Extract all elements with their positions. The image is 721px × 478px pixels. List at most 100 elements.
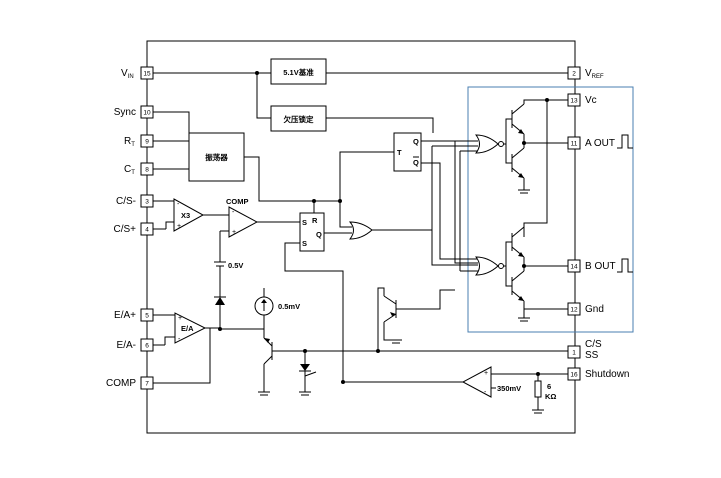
svg-text:-: - — [178, 336, 181, 343]
error-amplifier: + - E/A — [174, 312, 207, 344]
svg-text:6: 6 — [145, 343, 149, 350]
svg-text:VIN: VIN — [121, 68, 134, 80]
svg-text:Q: Q — [413, 137, 419, 146]
resistor-6k: 6 KΩ — [532, 374, 556, 414]
svg-text:11: 11 — [571, 141, 578, 148]
shutdown-diode — [299, 351, 311, 396]
svg-text:14: 14 — [570, 264, 578, 271]
svg-text:5.1V基准: 5.1V基准 — [283, 67, 314, 77]
output-gate-b — [474, 256, 504, 276]
svg-text:+: + — [484, 370, 488, 377]
pin-cs-ss: 1 C/S SS — [567, 339, 602, 361]
transistor-b-low — [511, 270, 525, 302]
chip-outline — [146, 40, 576, 434]
svg-text:E/A-: E/A- — [117, 340, 136, 351]
svg-text:E/A: E/A — [181, 324, 194, 333]
transistor-a-low — [511, 147, 525, 179]
pin-cs-minus: 3 C/S- — [116, 194, 154, 208]
svg-text:0.5mV: 0.5mV — [278, 302, 300, 311]
svg-text:欠压锁定: 欠压锁定 — [284, 114, 314, 124]
svg-text:6: 6 — [547, 382, 551, 391]
svg-text:Gnd: Gnd — [585, 304, 604, 315]
svg-text:10: 10 — [143, 110, 151, 117]
svg-text:X3: X3 — [181, 211, 190, 220]
svg-text:Sync: Sync — [114, 107, 136, 118]
svg-text:16: 16 — [570, 372, 578, 379]
svg-text:CT: CT — [124, 164, 135, 176]
transistor-b-high — [511, 226, 525, 258]
pin-a-out: 11 A OUT — [567, 134, 633, 150]
pin-sync: 10 Sync — [114, 105, 154, 119]
svg-text:C/S: C/S — [585, 339, 602, 350]
output-gate-a — [474, 134, 504, 154]
svg-text:E/A+: E/A+ — [114, 310, 136, 321]
sr-latch: S R Q S — [299, 212, 325, 252]
pin-ea-minus: 6 E/A- — [117, 338, 154, 352]
svg-text:S: S — [302, 218, 307, 227]
x3-amplifier: - + X3 — [173, 198, 205, 232]
svg-text:13: 13 — [570, 98, 578, 105]
svg-text:-: - — [232, 209, 235, 216]
pin-vc: 13 Vc — [567, 93, 597, 107]
svg-text:7: 7 — [145, 381, 149, 388]
svg-text:C/S+: C/S+ — [113, 224, 136, 235]
svg-text:Vc: Vc — [585, 95, 597, 106]
svg-text:+: + — [178, 315, 182, 322]
svg-text:B OUT: B OUT — [585, 261, 616, 272]
svg-text:A OUT: A OUT — [585, 138, 615, 149]
pin-b-out: 14 B OUT — [567, 258, 633, 273]
svg-text:Q: Q — [413, 158, 419, 167]
svg-text:VREF: VREF — [585, 68, 604, 80]
pin-ea-plus: 5 E/A+ — [114, 308, 154, 322]
svg-text:C/S-: C/S- — [116, 196, 136, 207]
svg-text:-: - — [484, 389, 487, 396]
uvlo-block: 欠压锁定 — [270, 105, 327, 132]
oscillator-block: 振荡器 — [188, 132, 245, 182]
svg-text:3: 3 — [145, 199, 149, 206]
toggle-flipflop: T Q Q — [393, 132, 422, 172]
svg-text:12: 12 — [570, 307, 578, 314]
transistor-a-high — [511, 103, 525, 135]
pin-gnd: 12 Gnd — [567, 302, 604, 316]
svg-text:-: - — [177, 201, 180, 208]
svg-text:5: 5 — [145, 313, 149, 320]
svg-text:4: 4 — [145, 227, 149, 234]
svg-text:15: 15 — [143, 71, 151, 78]
soft-start-transistor — [263, 337, 273, 365]
pulldown-transistor — [383, 295, 397, 323]
pin-vin: 15 VIN — [121, 66, 154, 80]
pin-cs-plus: 4 C/S+ — [113, 222, 154, 236]
svg-text:+: + — [232, 229, 236, 236]
svg-text:SS: SS — [585, 350, 599, 361]
svg-text:S: S — [302, 239, 307, 248]
pin-shutdown: 16 Shutdown — [567, 367, 629, 381]
shutdown-comparator: + - — [461, 366, 492, 398]
svg-text:+: + — [177, 223, 181, 230]
pin-comp: 7 COMP — [106, 376, 154, 390]
svg-text:振荡器: 振荡器 — [205, 152, 228, 162]
svg-text:2: 2 — [572, 71, 576, 78]
current-source: 0.5mV — [254, 288, 300, 329]
reference-block: 5.1V基准 — [270, 58, 327, 85]
svg-text:COMP: COMP — [106, 378, 136, 389]
svg-text:8: 8 — [145, 167, 149, 174]
svg-text:R: R — [312, 216, 318, 225]
nor-gate — [348, 221, 373, 240]
svg-text:RT: RT — [124, 136, 135, 148]
svg-text:Q: Q — [316, 230, 322, 239]
battery-05v: 0.5V — [214, 261, 243, 290]
svg-text:COMP: COMP — [226, 197, 249, 206]
svg-text:Shutdown: Shutdown — [585, 369, 629, 380]
svg-text:0.5V: 0.5V — [228, 261, 243, 270]
pin-vref: 2 VREF — [567, 66, 604, 80]
svg-text:T: T — [397, 148, 402, 157]
clamp-diode — [214, 290, 226, 329]
output-stage-box — [467, 86, 634, 333]
pin-rt: 9 RT — [124, 134, 154, 148]
svg-text:9: 9 — [145, 139, 149, 146]
pin-ct: 8 CT — [124, 162, 154, 176]
pwm-comparator: - + COMP — [226, 197, 259, 238]
svg-text:350mV: 350mV — [497, 384, 521, 393]
svg-text:KΩ: KΩ — [545, 392, 556, 401]
